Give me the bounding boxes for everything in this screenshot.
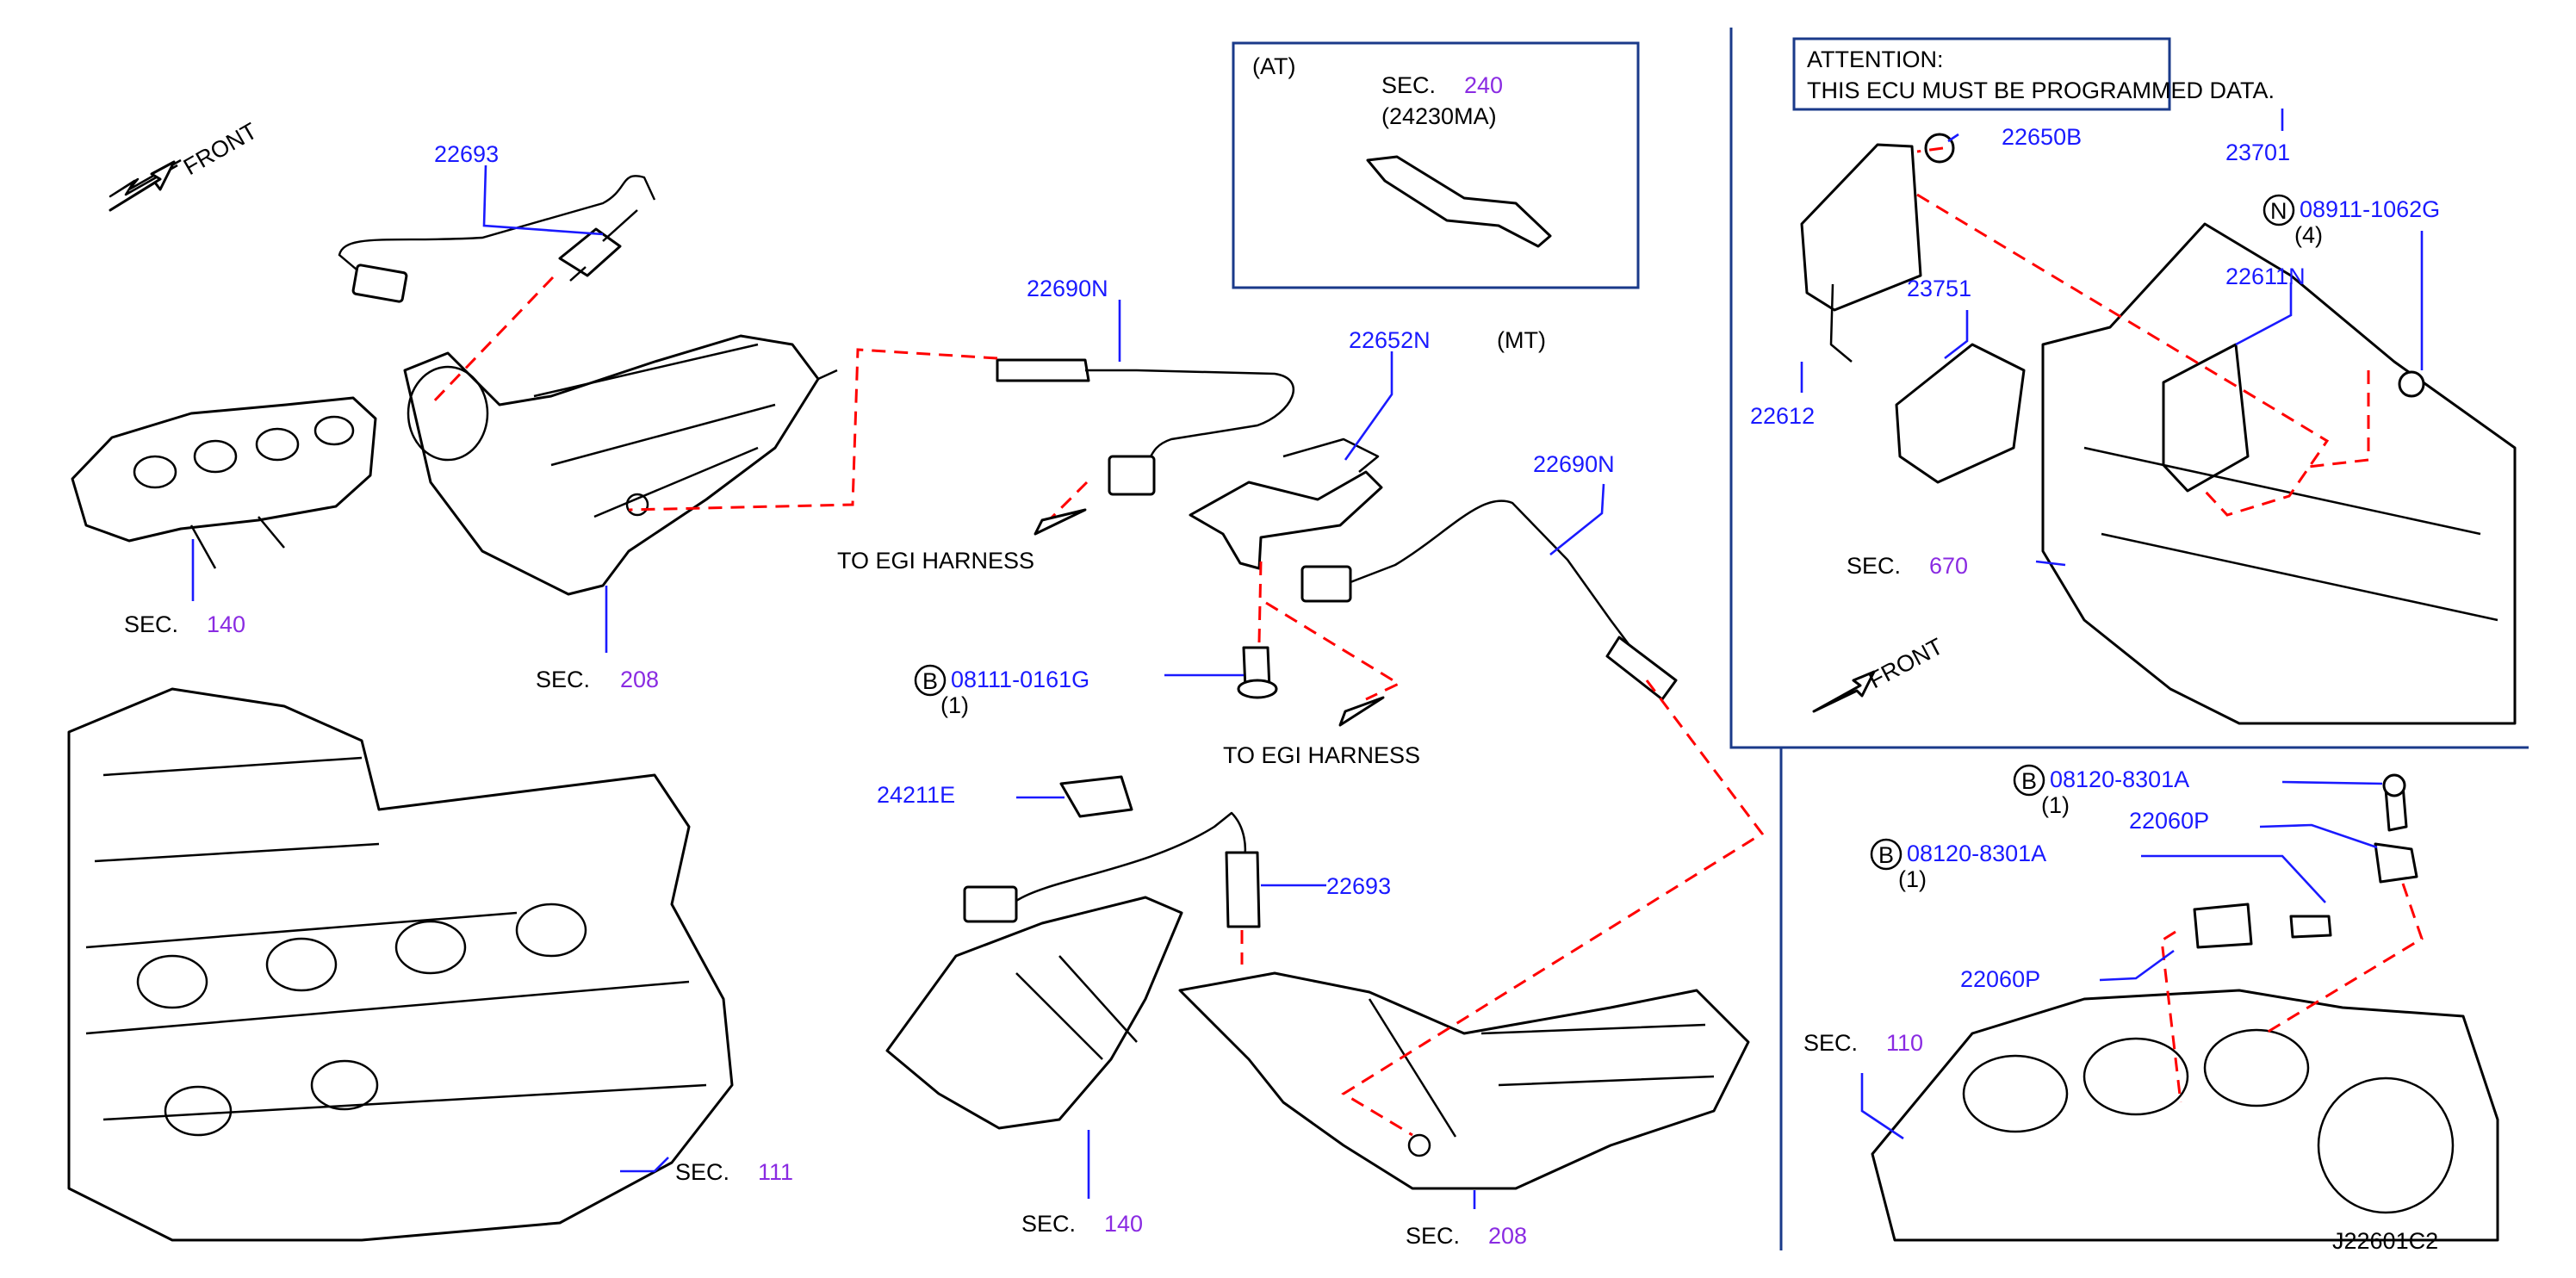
drawing-id: J22601C2 [2332, 1228, 2438, 1254]
o2-sensor-22690N-right [1300, 499, 1678, 701]
part-22690N-top: 22690N [1027, 276, 1108, 301]
to-egi-harness-1: TO EGI HARNESS [837, 548, 1034, 574]
part-08111-qty: (1) [940, 692, 969, 718]
part-08120-a-qty: (1) [2041, 792, 2070, 818]
front-label-left: FRONT [179, 118, 262, 180]
front-label-right: FRONT [1865, 633, 1947, 693]
blue-leaders [191, 109, 2424, 1209]
part-22693-bottom: 22693 [1326, 873, 1391, 899]
sec-208-top-prefix: SEC. [536, 667, 590, 692]
n-circle-1 [2263, 194, 2295, 226]
sec-140-top-prefix: SEC. [124, 611, 178, 637]
sec-208-bottom: 208 [1488, 1223, 1527, 1249]
front-arrow-left [109, 158, 182, 212]
egi-arrow-2 [1338, 696, 1385, 727]
ecu-22611N-body [2041, 222, 2517, 725]
bracket-22652N [1189, 437, 1383, 570]
sec-670: 670 [1929, 553, 1968, 579]
part-22652N: 22652N [1349, 327, 1431, 353]
b-prefix-1: B [922, 668, 938, 694]
ecu-bracket [1800, 133, 1955, 363]
to-egi-harness-2: TO EGI HARNESS [1223, 742, 1420, 768]
part-23701: 23701 [2225, 140, 2290, 165]
sec-140-top: 140 [207, 611, 245, 637]
engine-left [67, 687, 734, 1242]
o2-sensor-bottom [963, 811, 1261, 928]
part-22060P-a: 22060P [2129, 808, 2209, 834]
part-08120-a: 08120-8301A [2050, 766, 2189, 792]
exhaust-manifold-top [71, 396, 377, 569]
part-22693-top: 22693 [434, 141, 499, 167]
part-22060P-b: 22060P [1960, 966, 2040, 992]
attention-line2: THIS ECU MUST BE PROGRAMMED DATA. [1807, 78, 2275, 103]
b-circle-3 [1870, 838, 1903, 871]
ecu-panel-divider [1729, 28, 2529, 749]
b-circle-2 [2013, 764, 2045, 797]
bolt-08111 [1237, 646, 1278, 699]
sec-111-prefix: SEC. [675, 1159, 729, 1185]
part-22650B: 22650B [2002, 124, 2082, 150]
b-circle-1 [914, 664, 947, 697]
at-part: (24230MA) [1381, 103, 1497, 129]
b-prefix-2: B [2021, 768, 2037, 794]
n-prefix-1: N [2270, 198, 2287, 224]
part-24211E: 24211E [877, 782, 955, 808]
at-title: (AT) [1252, 53, 1295, 79]
dashed-leaders [429, 146, 2424, 1137]
part-22690N-right: 22690N [1533, 451, 1615, 477]
o2-sensor-top [338, 175, 656, 303]
mt-label: (MT) [1497, 327, 1546, 353]
sec-110: 110 [1886, 1030, 1923, 1056]
attention-box [1792, 37, 2171, 111]
ecu-23751 [1895, 343, 2026, 484]
sec-140-bottom-prefix: SEC. [1021, 1211, 1076, 1237]
sec-140-bottom: 140 [1104, 1211, 1143, 1237]
part-08911-qty: (4) [2294, 222, 2323, 248]
part-23751: 23751 [1907, 276, 1971, 301]
clip-24211E [1059, 775, 1133, 818]
part-22611N: 22611N [2225, 264, 2306, 289]
sec-110-prefix: SEC. [1803, 1030, 1858, 1056]
at-bracket [1366, 155, 1552, 248]
sec-208-top: 208 [620, 667, 659, 692]
part-08111: 08111-0161G [951, 667, 1089, 692]
catalytic-converter-top [403, 334, 838, 596]
part-22612: 22612 [1750, 403, 1815, 429]
egi-arrow-1 [1034, 508, 1087, 536]
sec-111: 111 [758, 1159, 793, 1185]
o2-sensor-22690N-top [996, 358, 1294, 496]
at-sec-prefix: SEC. [1381, 72, 1436, 98]
at-sec-number: 240 [1464, 72, 1503, 98]
sec-670-prefix: SEC. [1847, 553, 1901, 579]
attention-line1: ATTENTION: [1807, 47, 1944, 72]
exhaust-manifold-bottom [885, 896, 1183, 1130]
catalytic-converter-bottom [1178, 971, 1750, 1190]
sec-208-bottom-prefix: SEC. [1406, 1223, 1460, 1249]
front-arrow-right [1812, 670, 1876, 713]
b-prefix-3: B [1878, 842, 1894, 868]
part-08911: 08911-1062G [2300, 196, 2440, 222]
part-08120-b: 08120-8301A [1907, 841, 2046, 866]
part-08120-b-qty: (1) [1898, 866, 1927, 892]
knock-sensor-area [1871, 773, 2499, 1242]
at-inset-frame [1232, 41, 1640, 289]
